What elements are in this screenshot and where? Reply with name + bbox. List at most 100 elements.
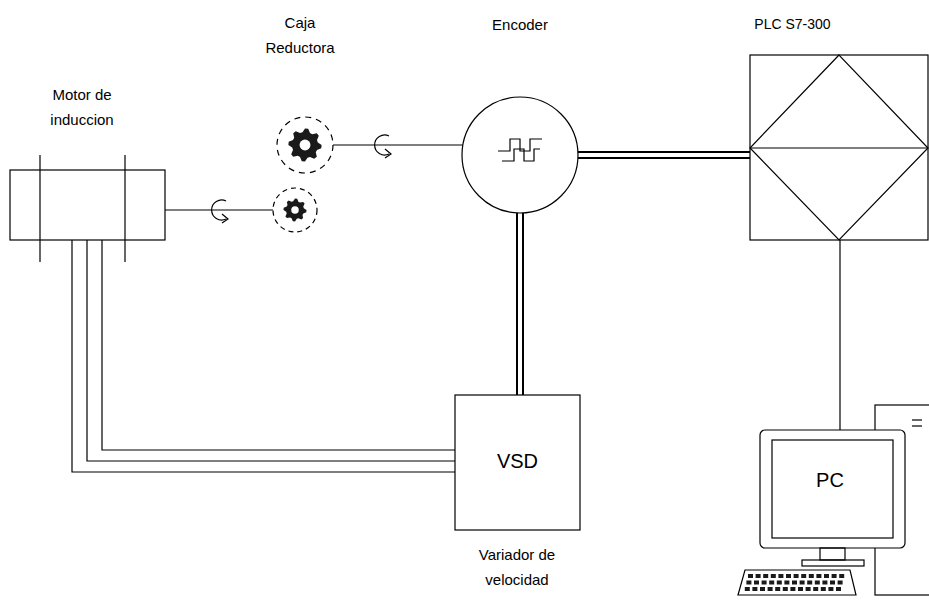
key — [762, 581, 767, 585]
rotation-arrowhead — [222, 214, 228, 223]
key — [792, 581, 797, 585]
vsd-frame — [455, 395, 580, 530]
key — [828, 587, 833, 591]
plc-diamond — [750, 55, 928, 240]
connector — [840, 240, 841, 430]
key — [830, 581, 835, 585]
node-label: Motor de induccion — [32, 82, 132, 132]
monitor-neck — [820, 548, 845, 560]
plc-frame — [750, 55, 928, 240]
key — [769, 581, 774, 585]
plc-block: PLC S7-300 — [745, 8, 928, 243]
node-label: VSD — [455, 449, 580, 474]
key — [771, 574, 776, 578]
node-label: Encoder — [455, 12, 585, 37]
connector — [333, 145, 463, 146]
plc-block-outline — [750, 55, 928, 240]
tower-mark — [912, 419, 922, 420]
connector — [72, 240, 455, 472]
connector-line — [578, 157, 750, 159]
gear-outline — [273, 188, 317, 232]
key — [775, 587, 780, 591]
key — [836, 587, 841, 591]
key — [752, 587, 757, 591]
rotation-arc — [375, 135, 389, 155]
key — [783, 587, 788, 591]
key — [832, 574, 837, 578]
node-label: Caja Reductora — [250, 10, 350, 60]
vsd-box: VSD Variador de velocidad — [455, 395, 580, 590]
key — [801, 574, 806, 578]
key — [822, 581, 827, 585]
key — [756, 574, 761, 578]
connector-line — [72, 240, 455, 472]
motor-body — [10, 170, 165, 240]
connector — [165, 210, 273, 211]
key — [768, 587, 773, 591]
monitor-base — [802, 560, 864, 566]
gear-icon — [284, 199, 307, 222]
monitor-frame — [760, 430, 905, 548]
induction-motor: Motor de induccion — [8, 78, 170, 264]
node-label: PLC S7-300 — [745, 12, 840, 37]
connector — [517, 213, 523, 395]
induction-motor-outline — [10, 150, 165, 262]
connector-line — [87, 240, 455, 461]
rotation-arc — [212, 200, 226, 220]
key — [809, 574, 814, 578]
key — [806, 587, 811, 591]
key — [748, 574, 753, 578]
rotation-arrowhead — [385, 149, 391, 158]
key — [824, 574, 829, 578]
pc-computer: PC — [728, 398, 928, 598]
gearbox-outline — [265, 112, 345, 240]
key — [777, 581, 782, 585]
gear-icon — [288, 128, 321, 161]
key — [798, 587, 803, 591]
node-label: PC — [770, 468, 890, 493]
key — [745, 587, 750, 591]
connector-line — [839, 240, 840, 430]
keyboard-keys — [745, 574, 844, 591]
connector-line — [102, 240, 455, 450]
key — [815, 581, 820, 585]
pulse-wave — [502, 149, 540, 161]
key — [800, 581, 805, 585]
gear-hub — [300, 140, 311, 151]
key — [784, 581, 789, 585]
key — [839, 574, 844, 578]
gear-hub — [291, 206, 299, 214]
key — [778, 574, 783, 578]
key — [813, 587, 818, 591]
encoder-circle: Encoder — [455, 8, 585, 218]
plc-midline — [750, 147, 928, 148]
encoder-circle-outline — [460, 95, 580, 215]
motor-end-line — [124, 155, 125, 262]
gear-outline — [277, 117, 333, 173]
node-sublabel: Variador de velocidad — [457, 542, 577, 592]
connector-line — [165, 209, 273, 210]
connector-line — [516, 213, 518, 395]
keyboard — [738, 570, 856, 595]
encoder-outline — [462, 97, 578, 213]
key — [786, 574, 791, 578]
key — [754, 581, 759, 585]
key — [746, 581, 751, 585]
key — [760, 587, 765, 591]
pc-computer-outline — [730, 400, 928, 598]
tower-mark — [912, 425, 922, 426]
key — [821, 587, 826, 591]
motor-end-line — [39, 155, 40, 262]
key — [763, 574, 768, 578]
connector-line — [522, 213, 524, 395]
connector-line — [578, 151, 750, 153]
key — [838, 581, 843, 585]
gearbox: Caja Reductora — [245, 8, 355, 243]
connector-line — [333, 144, 463, 145]
key — [790, 587, 795, 591]
key — [794, 574, 799, 578]
connector — [578, 152, 750, 158]
key — [807, 581, 812, 585]
key — [816, 574, 821, 578]
